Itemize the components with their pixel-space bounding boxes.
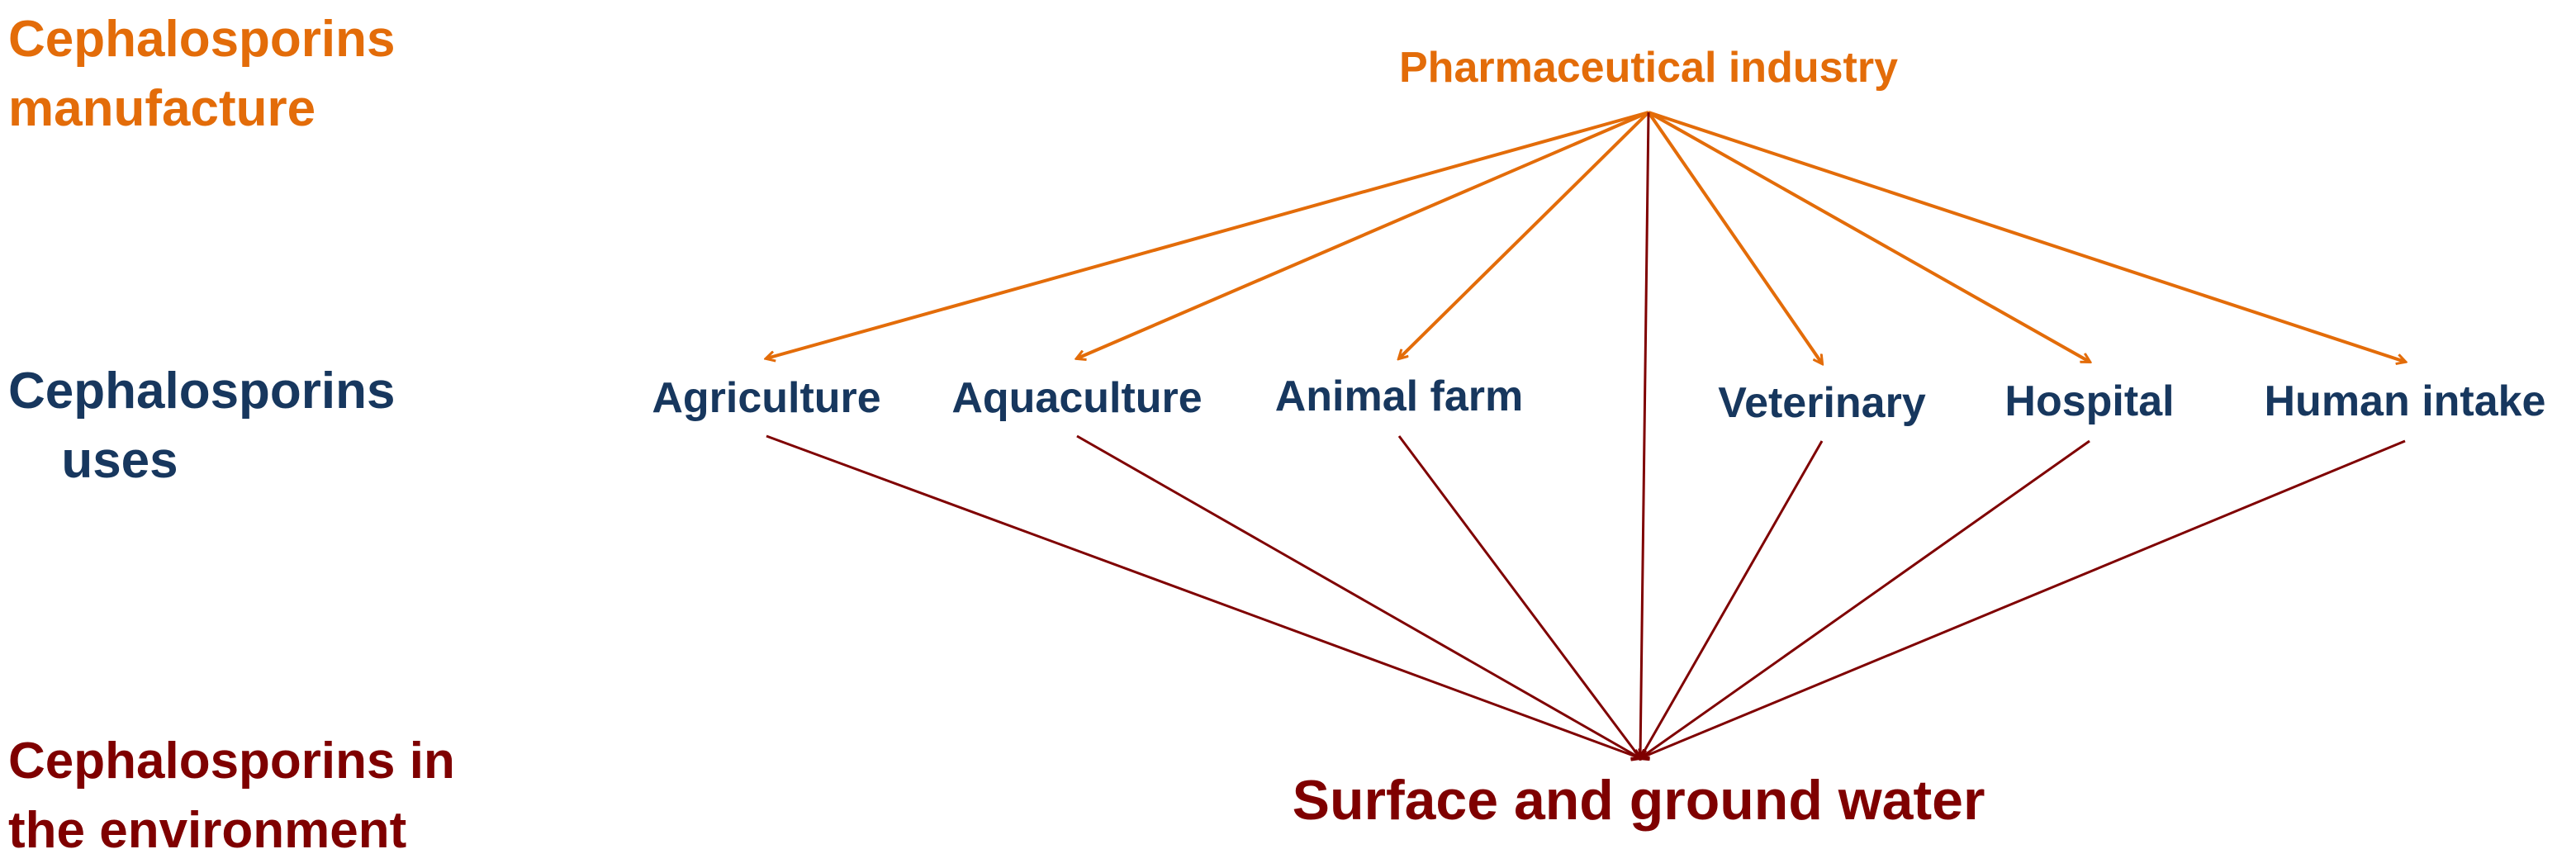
use-node-hospital: Hospital	[2004, 377, 2175, 425]
arrow-source-to-veterinary	[1647, 111, 1822, 363]
use-node-aquaculture: Aquaculture	[951, 374, 1203, 422]
use-node-agriculture: Agriculture	[652, 374, 881, 422]
arrow-source-to-aquaculture	[1077, 111, 1649, 358]
arrow-animal-farm-to-water	[1397, 435, 1640, 758]
arrow-human-intake-to-water	[1640, 439, 2406, 758]
stage-label-uses-line2: uses	[61, 432, 178, 489]
use-node-veterinary: Veterinary	[1718, 379, 1926, 427]
arrow-source-to-agriculture	[766, 111, 1649, 358]
source-node: Pharmaceutical industry	[1399, 44, 1898, 92]
use-node-animal-farm: Animal farm	[1274, 372, 1524, 420]
arrow-veterinary-to-water	[1640, 440, 1824, 758]
use-node-human-intake: Human intake	[2264, 377, 2546, 425]
arrow-aquaculture-to-water	[1076, 434, 1640, 758]
sink-node: Surface and ground water	[1292, 769, 1985, 832]
arrow-source-to-water	[1640, 111, 1650, 758]
arrow-source-to-hospital	[1648, 111, 2090, 362]
arrow-source-to-human-intake	[1648, 111, 2405, 362]
arrow-hospital-to-water	[1640, 439, 2090, 758]
arrow-agriculture-to-water	[766, 434, 1640, 758]
arrow-source-to-animal-farm	[1399, 111, 1650, 358]
